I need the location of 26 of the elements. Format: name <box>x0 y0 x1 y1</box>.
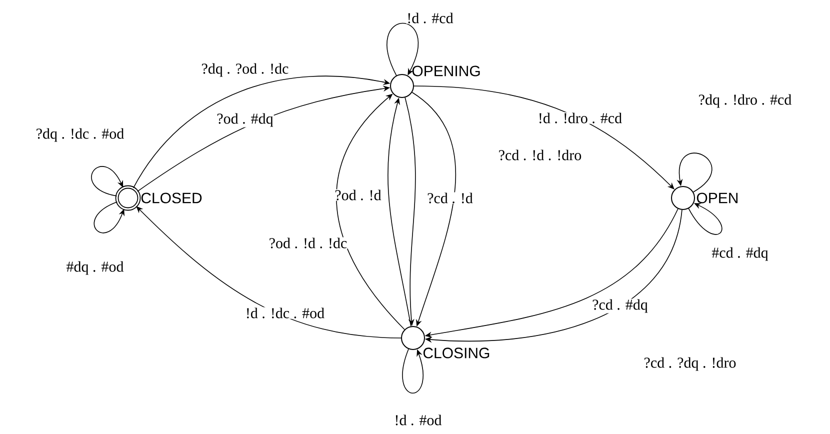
edge-label: #cd . #dq <box>711 246 769 262</box>
edge-label: ?od . !d <box>334 189 382 201</box>
edge-label: ?dq . !dc . #od <box>35 128 125 142</box>
edge-label: ?dq . !dro . #cd <box>698 94 792 108</box>
arrow <box>91 166 124 196</box>
arrow <box>336 94 405 330</box>
edge-label: ?cd . #dq <box>592 298 648 314</box>
edge-label: !d . !dro . #cd <box>537 112 623 124</box>
arrow <box>386 22 419 76</box>
edge-label: ?dq . ?od . !dc <box>200 62 290 78</box>
arrow <box>136 206 402 338</box>
edge-label: !d . #od <box>394 414 442 426</box>
node-label: OPEN <box>696 192 738 204</box>
arrow <box>688 203 722 235</box>
node-label: CLOSED <box>141 192 202 204</box>
edge-label: ?cd . ?dq . !dro <box>643 356 737 372</box>
node-label: CLOSING <box>423 348 490 358</box>
node-label: OPENING <box>412 66 480 76</box>
edge-label: ?cd . !d <box>426 192 474 204</box>
arrow <box>402 348 424 394</box>
edge-label: ?od . !d . !dc <box>268 237 348 249</box>
edge-label: !d . !dc . #od <box>244 307 326 319</box>
edge-label: ?cd . !d . !dro <box>498 149 582 161</box>
edge-label: #dq . #od <box>66 260 124 276</box>
edge-label: ?od . #dq <box>216 112 274 128</box>
edge-label: !d . #cd <box>406 12 454 24</box>
